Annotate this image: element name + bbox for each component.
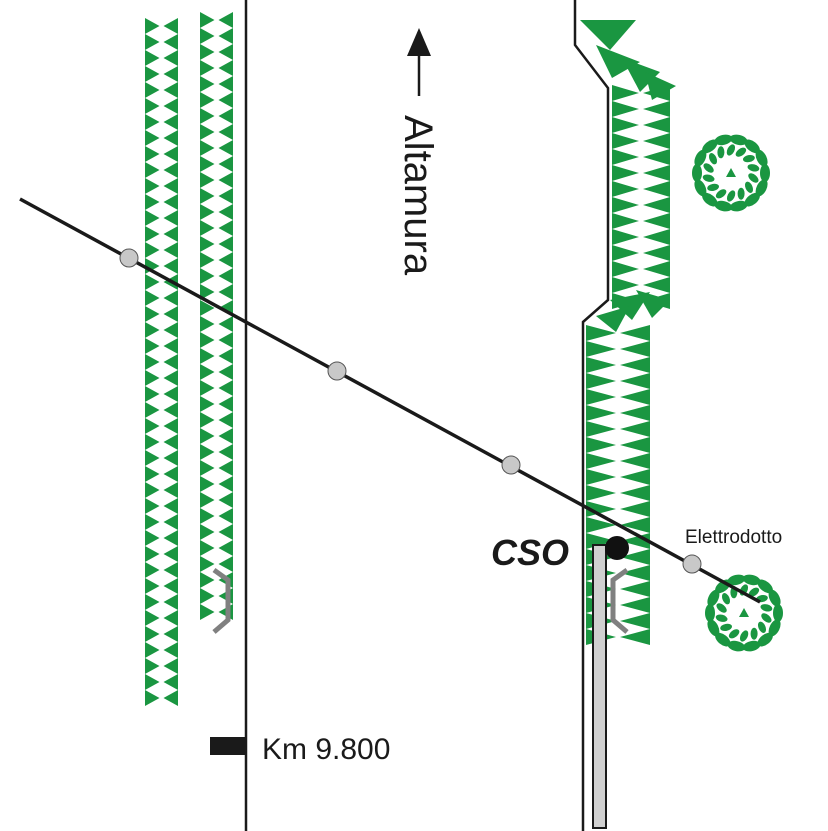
cso-label: CSO [491,532,569,573]
pylon-icon [682,554,702,574]
pylon-icon [119,248,139,268]
leaf-shape [580,20,636,50]
hedge-strip [200,12,233,620]
tree-icon [705,574,783,652]
trees [692,134,783,652]
km-label: Km 9.800 [262,733,390,766]
north-arrow-icon [407,28,431,96]
direction-label: Altamura [396,115,440,276]
hedge-strip [145,18,178,706]
tree-icon [692,134,770,212]
leaf-shape [596,45,640,78]
guardrail-icon [212,567,231,634]
hedge-strip [612,85,670,309]
leaf-shape [622,58,660,92]
guardrail-icon [610,567,629,634]
leaf-shape [596,306,630,332]
leaf-shape [645,72,676,100]
cso-marker-icon [605,536,629,560]
leaf-shape [636,290,670,318]
power-line-label: Elettrodotto [685,527,782,548]
km-marker-icon [210,737,246,755]
pylon-icon [327,361,347,381]
road-edge-right [573,0,610,831]
pylon-icon [501,455,521,475]
power-line [19,197,761,604]
pipe [592,544,607,829]
